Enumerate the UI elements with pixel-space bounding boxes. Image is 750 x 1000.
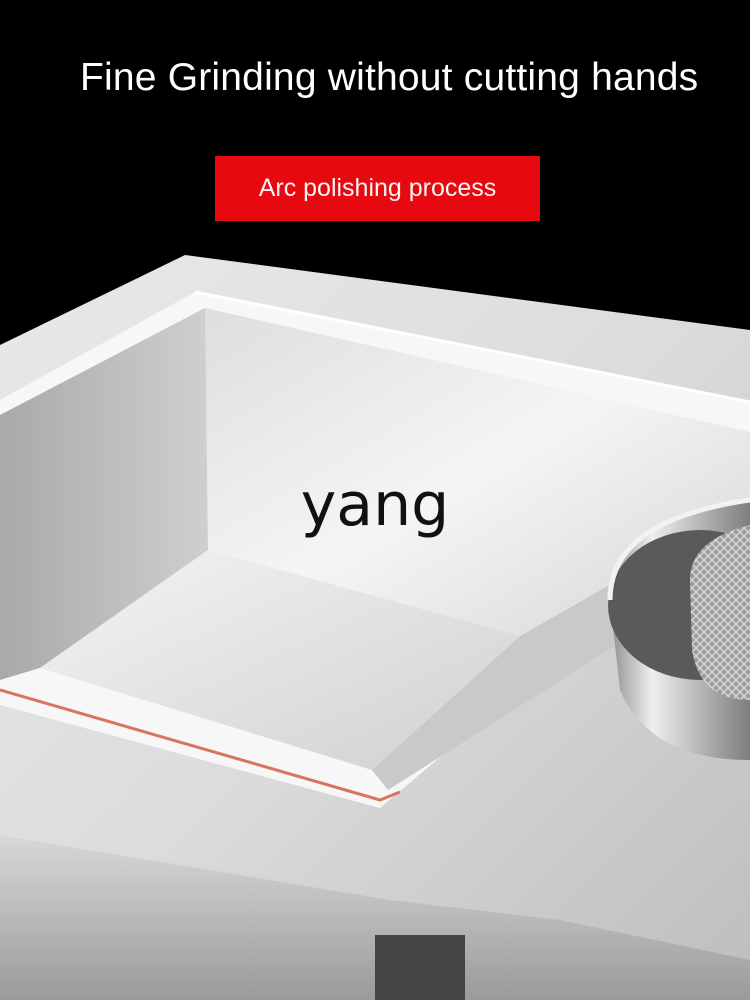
process-badge-label: Arc polishing process xyxy=(258,174,497,202)
sink-floor xyxy=(40,550,520,770)
sink-left-wall xyxy=(0,308,208,680)
rim-highlight xyxy=(194,290,750,404)
watermark-text: yang xyxy=(300,470,450,540)
process-badge: Arc polishing process xyxy=(215,156,540,221)
round-bowl xyxy=(607,497,750,760)
polished-edge-accent xyxy=(0,688,401,802)
headline: Fine Grinding without cutting hands xyxy=(80,56,699,99)
counter-front-face xyxy=(0,835,750,1000)
base-shadow xyxy=(375,935,465,1000)
sink-back-wall xyxy=(205,308,750,636)
